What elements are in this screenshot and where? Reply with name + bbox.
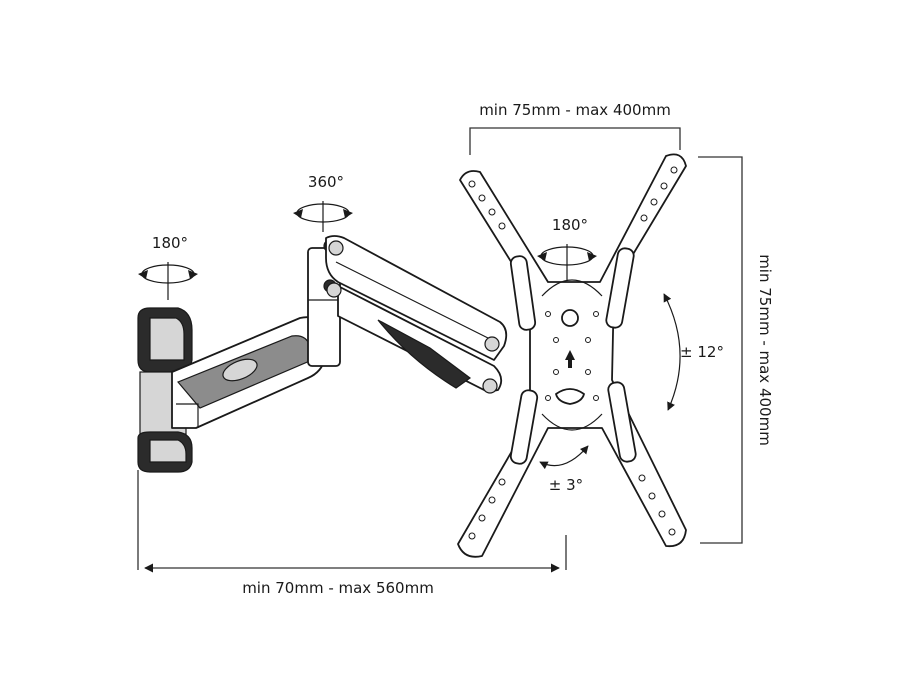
wall-distance-label: min 70mm - max 560mm	[242, 579, 434, 597]
plate-swivel-label: 180°	[552, 216, 588, 234]
vesa-height-label: min 75mm - max 400mm	[756, 254, 774, 446]
wall-swivel-label: 180°	[152, 234, 188, 252]
vesa-plate	[457, 153, 687, 558]
lower-arm	[171, 316, 326, 429]
plate-swivel-indicator: 180°	[537, 216, 597, 280]
tilt-indicator: ± 12°	[663, 293, 724, 411]
rotation-label: ± 3°	[549, 476, 583, 494]
upper-arm	[325, 235, 508, 394]
arm-swivel-indicator: 360°	[293, 173, 353, 232]
dimension-bottom-distance: min 70mm - max 560mm	[137, 470, 567, 597]
arm-swivel-label: 360°	[308, 173, 344, 191]
wall-swivel-indicator: 180°	[138, 234, 198, 300]
vesa-width-label: min 75mm - max 400mm	[479, 101, 671, 119]
dimension-right-height: min 75mm - max 400mm	[698, 156, 774, 544]
rotation-indicator: ± 3°	[539, 445, 589, 494]
wall-bracket	[137, 307, 193, 473]
tilt-label: ± 12°	[680, 343, 724, 361]
dimension-top-width: min 75mm - max 400mm	[469, 101, 681, 155]
